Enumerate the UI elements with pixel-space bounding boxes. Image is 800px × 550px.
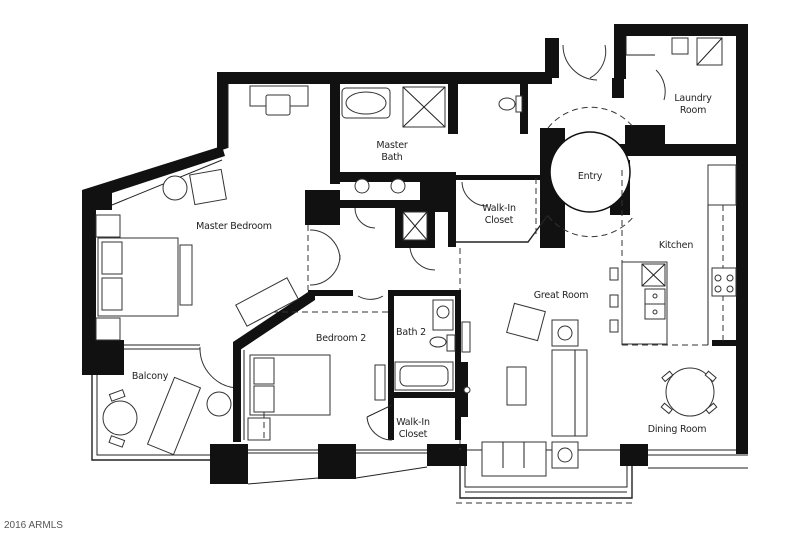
room-label-master-bedroom: Master Bedroom [196, 221, 272, 232]
room-label-entry: Entry [577, 171, 603, 182]
room-label-balcony: Balcony [131, 371, 169, 382]
room-label-kitchen: Kitchen [658, 240, 694, 251]
room-label-master-bath: Master Bath [376, 140, 408, 163]
room-label-bath-2: Bath 2 [396, 327, 426, 338]
room-label-walk-in-closet-2: Walk-In Closet [396, 417, 430, 440]
copyright-notice: 2016 ARMLS [4, 520, 63, 531]
room-label-great-room: Great Room [533, 290, 589, 301]
room-label-dining-room: Dining Room [647, 424, 707, 435]
room-label-bedroom-2: Bedroom 2 [315, 333, 367, 344]
room-label-walk-in-closet-1: Walk-In Closet [482, 203, 516, 226]
room-label-laundry-room: Laundry Room [674, 93, 712, 116]
